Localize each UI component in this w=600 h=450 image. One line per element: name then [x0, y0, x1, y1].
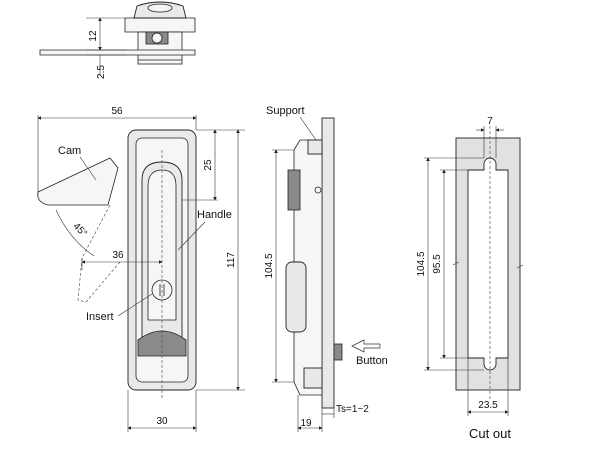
cutout-slot-dim: 7: [487, 116, 493, 127]
side-view-height-dim: 104.5: [264, 253, 275, 278]
cutout-inner-dim: 95.5: [432, 254, 443, 274]
side-view-pivot: [314, 186, 322, 194]
front-view-cam: [37, 157, 119, 206]
cutout-outer-extensions: [424, 157, 484, 371]
cutout-hole: [467, 157, 509, 371]
top-view-flange: [124, 17, 196, 33]
front-view-cam-rotated: [77, 204, 121, 303]
label-support-leader: [299, 116, 317, 141]
cutout-outer-dim: 104.5: [416, 251, 427, 276]
front-view-base-dim: 30: [156, 416, 168, 427]
label-insert-leader: [117, 293, 153, 317]
label-handle-leader: [177, 221, 206, 251]
side-view-ts-dim: Ts=1~2: [336, 404, 369, 415]
top-view-cylinder-face: [151, 32, 163, 44]
front-view-base-extensions: [127, 390, 197, 432]
side-view-support-top: [307, 139, 323, 155]
front-view-top-dim: 25: [203, 159, 214, 171]
side-view: 104.5 19 Ts=1~2 Support Button: [264, 105, 388, 432]
button-arrow-icon: [351, 339, 381, 353]
label-handle: Handle: [197, 209, 232, 221]
label-insert: Insert: [86, 311, 114, 323]
front-view-reach-dim: 36: [112, 250, 124, 261]
top-view-extension-lines: [86, 17, 126, 56]
top-view: 12 2.5: [39, 1, 196, 79]
side-view-cam-housing: [285, 261, 307, 333]
label-cam-leader: [79, 156, 97, 181]
top-view-height-dim: 12: [88, 30, 99, 42]
cutout-width-extensions: [467, 358, 509, 416]
label-button: Button: [356, 355, 388, 367]
side-view-support-bottom: [303, 367, 323, 389]
front-view-bottom-recess: [137, 330, 187, 357]
front-view-width-dim: 56: [111, 106, 123, 117]
side-view-button: [333, 343, 343, 361]
front-view-length-dim: 117: [226, 252, 237, 268]
top-view-button: [147, 3, 173, 13]
front-view-angle-arc: [55, 209, 95, 257]
front-view-insert-keyway: [159, 284, 165, 296]
label-cam: Cam: [58, 145, 81, 157]
top-view-cam: [39, 49, 196, 56]
top-view-thickness-dim: 2.5: [96, 65, 107, 79]
label-support: Support: [266, 105, 305, 117]
front-view: 45° 56 25 117 36 30 Cam Handle Insert: [37, 106, 245, 432]
side-view-flange: [321, 117, 335, 409]
cutout-title: Cut out: [469, 426, 511, 441]
cutout-break-marks: [452, 261, 524, 269]
side-view-cylinder: [287, 169, 301, 211]
side-view-depth-dim: 19: [300, 418, 312, 429]
cutout-view: 7 104.5 95.5 23.5 Cut out: [416, 116, 524, 441]
front-view-angle: 45°: [71, 221, 89, 239]
cutout-width-dim: 23.5: [478, 400, 498, 411]
